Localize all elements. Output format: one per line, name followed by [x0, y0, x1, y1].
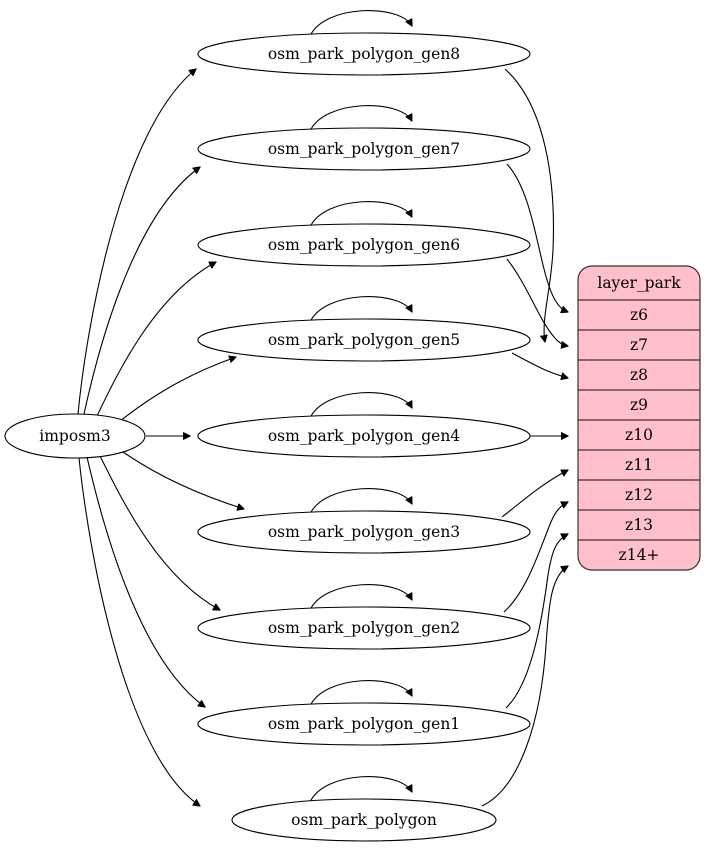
node-osm-park-polygon-gen3[interactable]: osm_park_polygon_gen3	[197, 510, 531, 554]
edge-gen3-to-z11	[501, 470, 568, 518]
node-gen5-shape[interactable]	[197, 318, 531, 362]
node-gen4-shape[interactable]	[197, 414, 531, 458]
self-loop-gen4	[309, 392, 412, 419]
node-gen8-shape[interactable]	[197, 32, 531, 76]
node-polygon-shape[interactable]	[231, 798, 497, 842]
edge-gen8-to-z7	[504, 68, 554, 342]
node-gen6-shape[interactable]	[197, 223, 531, 267]
edges-self-loops	[309, 10, 412, 803]
edge-gen6-to-z8	[506, 258, 568, 346]
node-imposm3[interactable]: imposm3	[4, 413, 146, 459]
node-osm-park-polygon-gen5[interactable]: osm_park_polygon_gen5	[197, 318, 531, 362]
node-gen8-label: osm_park_polygon_gen8	[268, 45, 460, 63]
self-loop-gen2	[309, 584, 412, 611]
node-osm-park-polygon[interactable]: osm_park_polygon	[231, 798, 497, 842]
node-imposm3-label: imposm3	[39, 427, 110, 445]
edge-imposm3-to-gen3	[122, 451, 244, 509]
edge-imposm3-to-gen5	[119, 357, 236, 422]
edge-imposm3-to-gen2	[99, 455, 220, 610]
node-osm-park-polygon-gen8[interactable]: osm_park_polygon_gen8	[197, 32, 531, 76]
edge-imposm3-to-gen8	[77, 69, 196, 415]
self-loop-polygon	[309, 776, 412, 803]
node-osm-park-polygon-gen4[interactable]: osm_park_polygon_gen4	[197, 414, 531, 458]
edge-gen2-to-z12	[503, 502, 568, 613]
edge-gen1-to-z13	[505, 534, 568, 709]
edges-source-to-nodes	[77, 69, 244, 806]
self-loop-gen1	[309, 680, 412, 707]
edge-gen7-to-z6	[506, 163, 568, 312]
graph-nodes: imposm3 osm_park_polygon_gen8 osm_park_p…	[4, 32, 531, 842]
node-gen2-label: osm_park_polygon_gen2	[268, 619, 460, 637]
layer-park-title: layer_park	[597, 274, 681, 292]
node-gen7-shape[interactable]	[197, 127, 531, 171]
node-osm-park-polygon-gen1[interactable]: osm_park_polygon_gen1	[197, 702, 531, 746]
table-row-z13[interactable]: z13	[625, 516, 653, 534]
node-gen6-label: osm_park_polygon_gen6	[268, 236, 460, 254]
layer-park-table[interactable]: layer_park z6 z7 z8 z9 z10 z11 z12 z13 z…	[577, 265, 701, 571]
node-osm-park-polygon-gen6[interactable]: osm_park_polygon_gen6	[197, 223, 531, 267]
table-row-z11[interactable]: z11	[625, 456, 653, 474]
node-osm-park-polygon-gen7[interactable]: osm_park_polygon_gen7	[197, 127, 531, 171]
node-gen5-label: osm_park_polygon_gen5	[268, 331, 460, 349]
edge-imposm3-to-gen7	[83, 167, 200, 415]
edge-imposm3-to-gen1	[86, 456, 205, 707]
self-loop-gen3	[309, 488, 412, 515]
table-row-z9[interactable]: z9	[630, 396, 648, 414]
edge-imposm3-to-gen6	[96, 262, 216, 417]
edge-polygon-to-z14	[481, 566, 568, 807]
self-loop-gen8	[309, 10, 412, 37]
node-gen2-shape[interactable]	[197, 606, 531, 650]
edges-nodes-to-table	[481, 68, 568, 807]
table-row-z14plus[interactable]: z14+	[619, 546, 660, 564]
node-gen1-label: osm_park_polygon_gen1	[268, 715, 460, 733]
node-gen7-label: osm_park_polygon_gen7	[268, 140, 460, 158]
node-imposm3-shape[interactable]	[4, 413, 146, 459]
node-gen3-label: osm_park_polygon_gen3	[268, 523, 460, 541]
self-loop-gen5	[309, 296, 412, 323]
self-loop-gen6	[309, 201, 412, 228]
layer-park-table-box	[577, 265, 701, 571]
table-row-z8[interactable]: z8	[630, 366, 648, 384]
edge-imposm3-to-polygon	[78, 457, 200, 806]
table-row-z10[interactable]: z10	[625, 426, 653, 444]
node-gen3-shape[interactable]	[197, 510, 531, 554]
node-polygon-label: osm_park_polygon	[291, 811, 437, 829]
edge-gen5-to-z9	[511, 352, 568, 378]
table-row-z6[interactable]: z6	[630, 306, 648, 324]
node-osm-park-polygon-gen2[interactable]: osm_park_polygon_gen2	[197, 606, 531, 650]
table-row-z12[interactable]: z12	[625, 486, 653, 504]
node-gen4-label: osm_park_polygon_gen4	[268, 427, 460, 445]
table-row-z7[interactable]: z7	[630, 336, 648, 354]
self-loop-gen7	[309, 105, 412, 132]
node-gen1-shape[interactable]	[197, 702, 531, 746]
